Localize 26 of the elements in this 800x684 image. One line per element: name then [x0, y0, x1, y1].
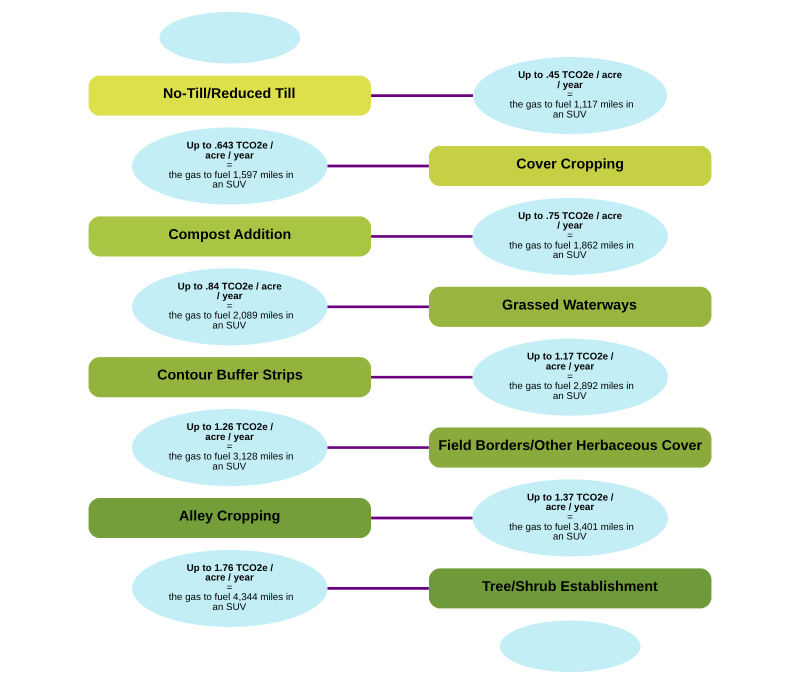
node-ellipse: Up to .84 TCO2e / acre / year = the gas to fuel 2,089 miles in an SUV: [132, 268, 328, 346]
node-ellipse: Up to .643 TCO2e / acre / year = the gas to fuel 1,597 miles in an SUV: [132, 127, 328, 205]
connector: [371, 235, 472, 238]
node-ellipse: Up to 1.17 TCO2e / acre / year = the gas to fuel 2,892 miles in an SUV: [472, 338, 668, 416]
node-box: Tree/Shrub Establishment: [428, 568, 712, 608]
node-box: Compost Addition: [88, 216, 372, 256]
node-cloud: [500, 620, 641, 672]
connector: [328, 446, 429, 449]
connector: [328, 305, 429, 308]
connector: [371, 94, 473, 97]
node-box: Contour Buffer Strips: [88, 357, 372, 398]
node-ellipse: Up to .45 TCO2e / acre / year = the gas to fuel 1,117 miles in an SUV: [473, 57, 668, 134]
node-box: Field Borders/Other Herbaceous Cover: [428, 428, 712, 468]
node-ellipse: Up to 1.26 TCO2e / acre / year = the gas to fuel 3,128 miles in an SUV: [132, 409, 328, 486]
node-cloud: [159, 12, 300, 64]
node-box: Grassed Waterways: [428, 286, 712, 327]
node-box: No-Till/Reduced Till: [88, 76, 372, 116]
node-box: Alley Cropping: [88, 498, 372, 538]
node-ellipse: Up to .75 TCO2e / acre / year = the gas to fuel 1,862 miles in an SUV: [472, 198, 668, 275]
node-ellipse: Up to 1.37 TCO2e / acre / year = the gas to fuel 3,401 miles in an SUV: [472, 479, 668, 557]
node-ellipse: Up to 1.76 TCO2e / acre / year = the gas to fuel 4,344 miles in an SUV: [132, 550, 328, 627]
connector: [328, 587, 429, 590]
node-box: Cover Cropping: [428, 146, 712, 186]
connector: [371, 376, 472, 379]
connector: [371, 516, 472, 520]
connector: [328, 164, 429, 168]
